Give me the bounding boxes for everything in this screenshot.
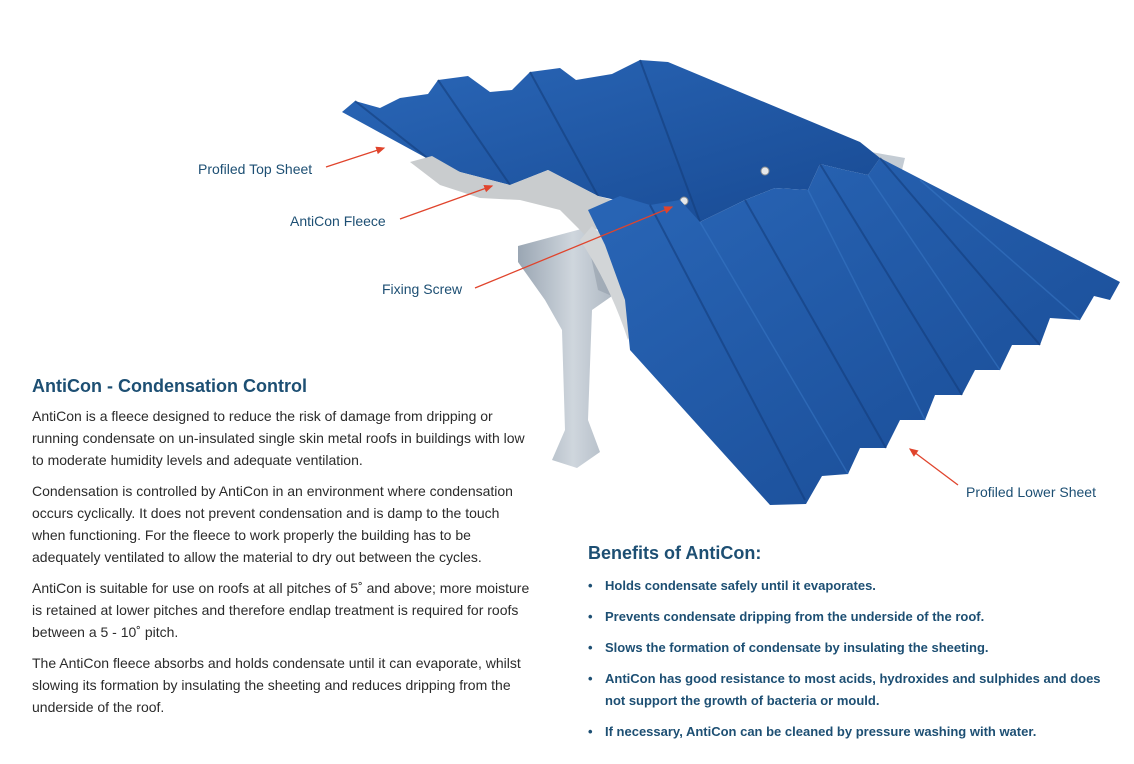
intro-paragraph: AntiCon is suitable for use on roofs at … [32, 580, 530, 640]
intro-paragraph: The AntiCon fleece absorbs and holds con… [32, 655, 521, 715]
benefits-section: Benefits of AntiCon: • Holds condensate s… [588, 543, 1108, 752]
benefit-text: If necessary, AntiCon can be cleaned by … [605, 724, 1037, 739]
benefit-item: • AntiCon has good resistance to most aci… [588, 668, 1108, 712]
benefits-title: Benefits of AntiCon: [588, 543, 762, 563]
benefit-item: • If necessary, AntiCon can be cleaned by… [588, 721, 1108, 743]
label-fixing-screw: Fixing Screw [382, 281, 463, 297]
benefit-text: Slows the formation of condensate by ins… [605, 640, 989, 655]
bullet-icon: • [588, 609, 593, 624]
benefits-list: • Holds condensate safely until it evapor… [588, 575, 1108, 743]
intro-paragraph: AntiCon is a fleece designed to reduce t… [32, 408, 525, 468]
benefit-item: • Holds condensate safely until it evapor… [588, 575, 1108, 597]
intro-title: AntiCon - Condensation Control [32, 376, 307, 396]
bullet-icon: • [588, 578, 593, 593]
anticon-fleece [410, 156, 640, 340]
bullet-icon: • [588, 671, 593, 686]
benefit-item: • Prevents condensate dripping from the u… [588, 606, 1108, 628]
intro-section: AntiCon - Condensation Control AntiCon i… [32, 376, 532, 727]
benefit-text: AntiCon has good resistance to most acid… [605, 671, 1101, 708]
bullet-icon: • [588, 640, 593, 655]
label-profiled-top-sheet: Profiled Top Sheet [198, 161, 313, 177]
bullet-icon: • [588, 724, 593, 739]
benefit-text: Holds condensate safely until it evapora… [605, 578, 876, 593]
intro-paragraph: Condensation is controlled by AntiCon in… [32, 483, 513, 565]
label-anticon-fleece: AntiCon Fleece [290, 213, 386, 229]
label-profiled-lower-sheet: Profiled Lower Sheet [966, 484, 1096, 500]
benefit-item: • Slows the formation of condensate by in… [588, 637, 1108, 659]
benefit-text: Prevents condensate dripping from the un… [605, 609, 985, 624]
profiled-top-sheet [342, 59, 880, 223]
callout-arrows [325, 146, 959, 486]
profiled-lower-sheet [588, 157, 1120, 505]
